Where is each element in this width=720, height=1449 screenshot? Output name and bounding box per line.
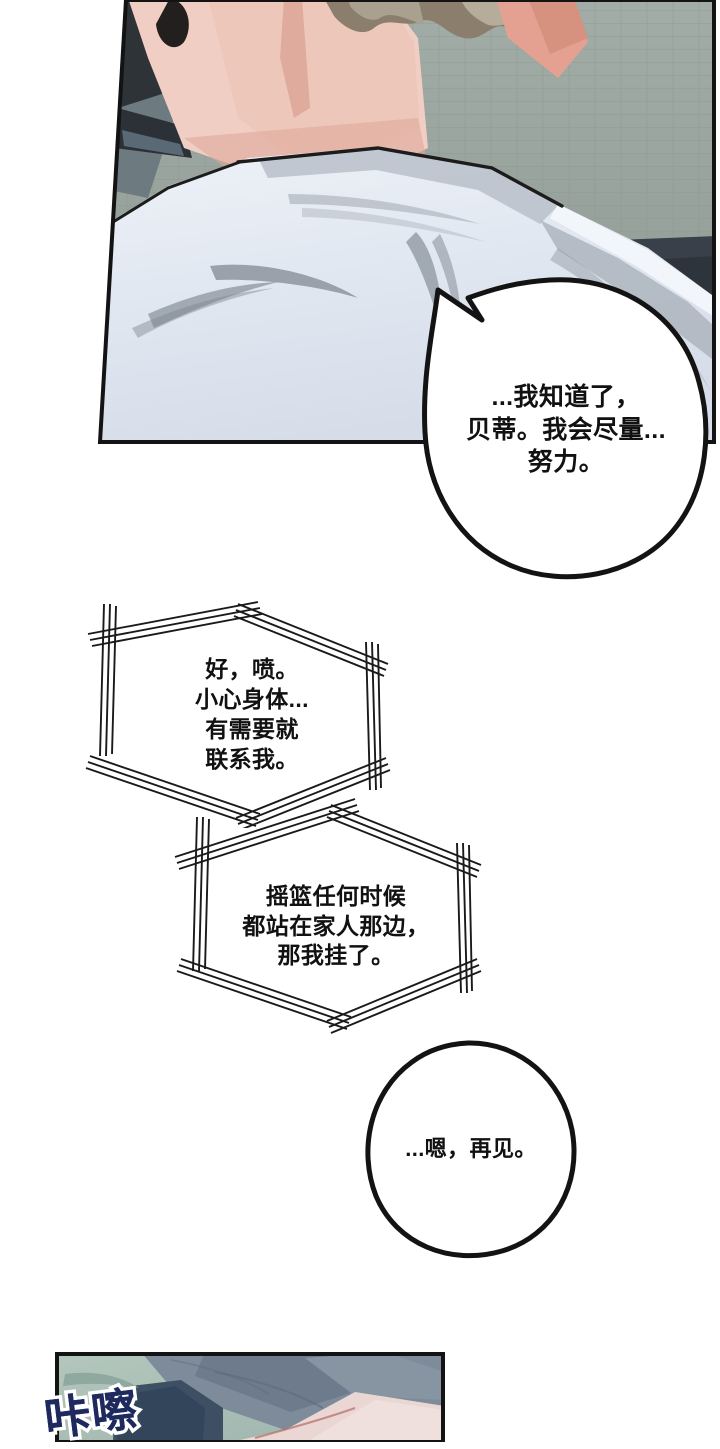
panel-bottom-artwork <box>57 1354 443 1442</box>
speech-bubble-round-1-text: ...我知道了， 贝蒂。我会尽量... 努力。 <box>466 383 666 477</box>
speech-bubble-round-1: ...我知道了， 贝蒂。我会尽量... 努力。 <box>420 268 712 586</box>
speech-bubble-hex-2-text: 摇篮任何时候 都站在家人那边， 那我挂了。 <box>242 882 430 969</box>
speech-bubble-round-2: ...嗯，再见。 <box>362 1038 580 1260</box>
comic-panel-bottom <box>55 1352 445 1442</box>
speech-bubble-hex-1-text: 好，喷。 小心身体... 有需要就 联系我。 <box>195 656 309 772</box>
speech-bubble-hex-1: 好，喷。 小心身体... 有需要就 联系我。 <box>70 598 400 828</box>
speech-bubble-round-2-text: ...嗯，再见。 <box>405 1135 537 1161</box>
sound-effect-kacha-outline: 咔嚓 <box>38 1379 145 1449</box>
speech-bubble-hex-2: 摇篮任何时候 都站在家人那边， 那我挂了。 <box>155 795 495 1040</box>
